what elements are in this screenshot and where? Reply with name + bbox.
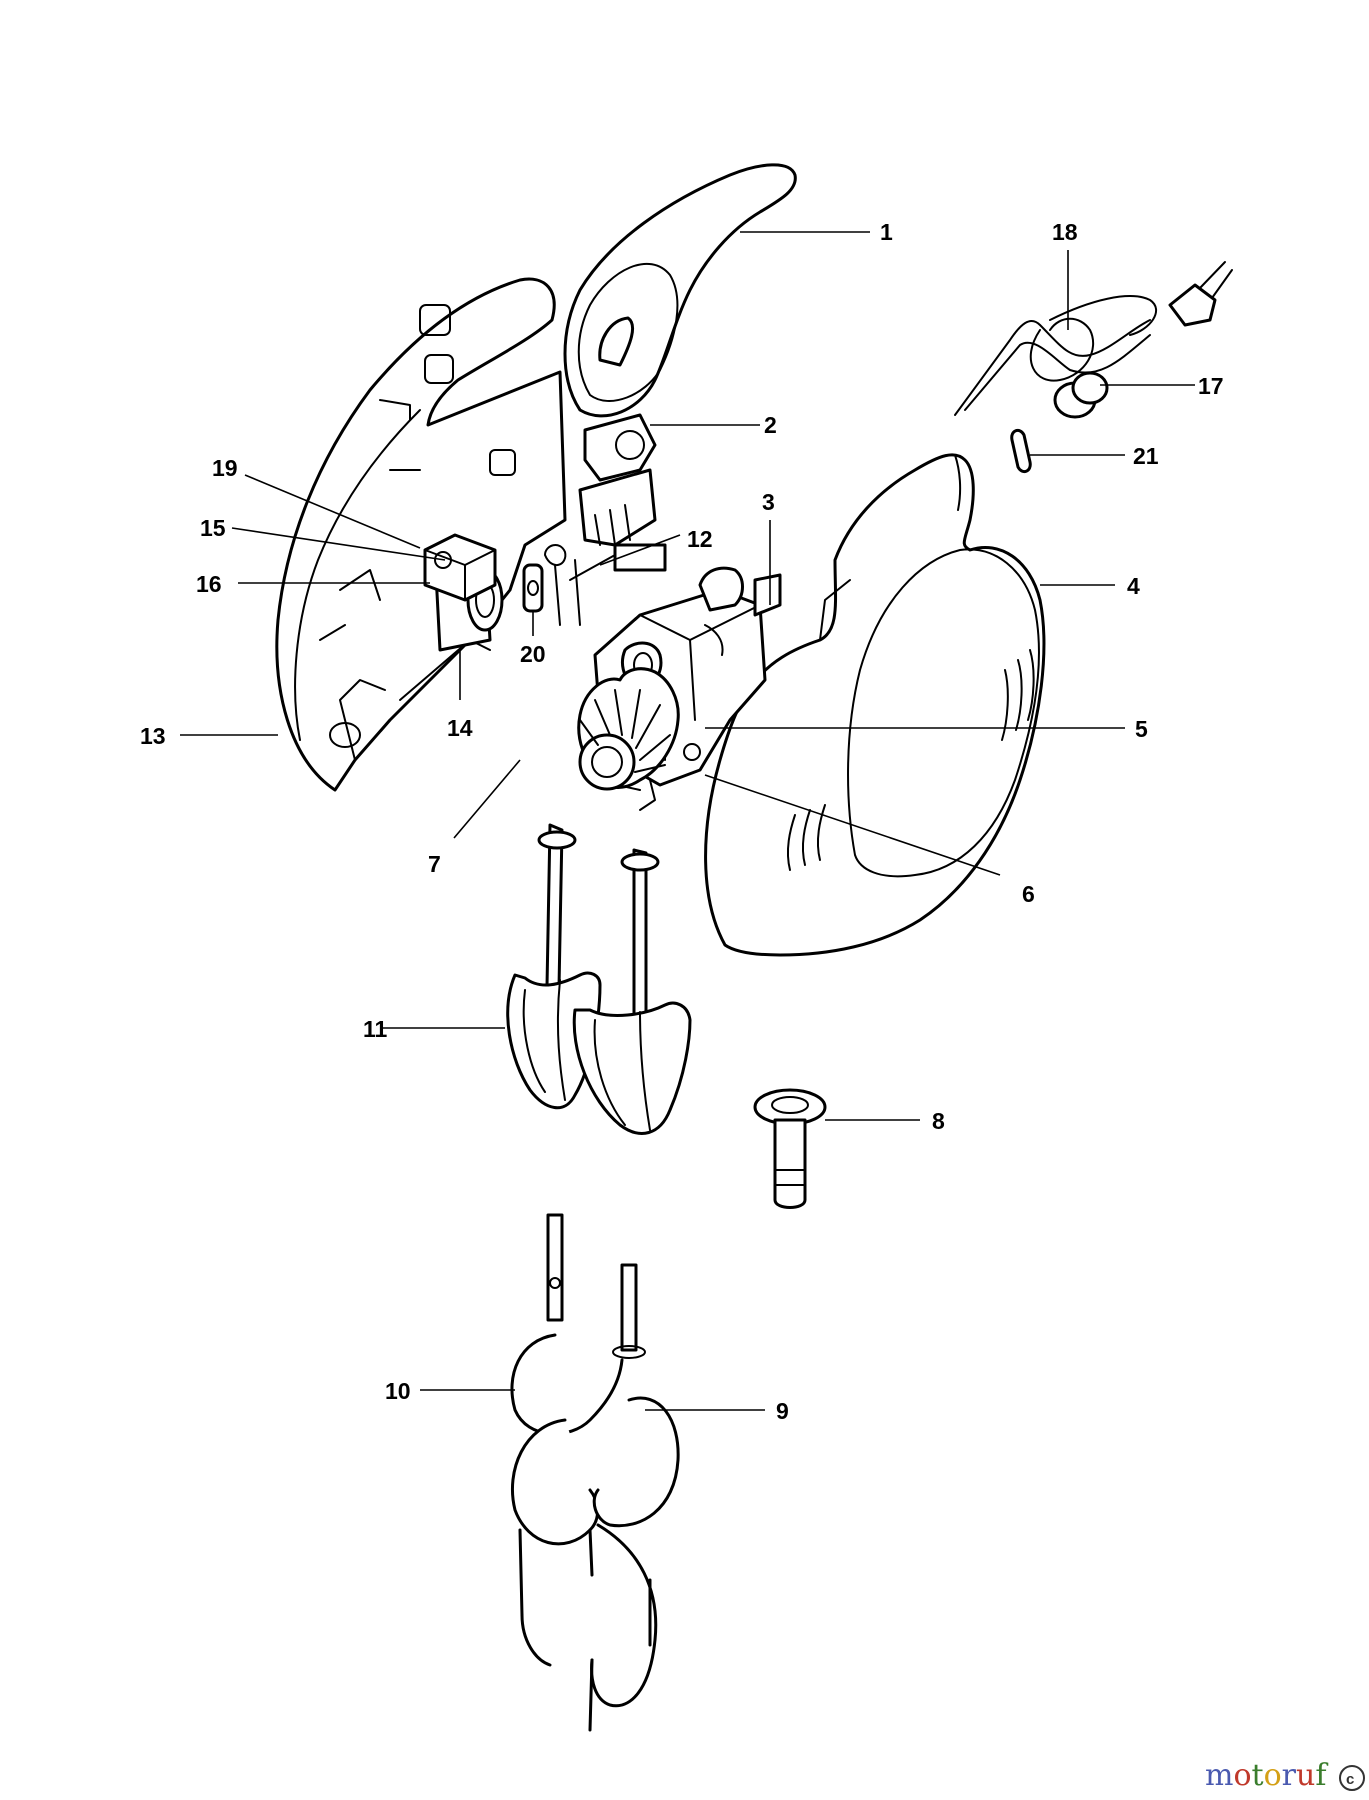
callout-8: 8 xyxy=(932,1108,945,1134)
callout-12: 12 xyxy=(687,526,713,552)
dough-hooks xyxy=(510,1213,680,1732)
watermark-letter: r xyxy=(1282,1758,1297,1793)
watermark-letter: t xyxy=(1252,1758,1264,1793)
callout-18: 18 xyxy=(1052,219,1078,245)
callout-2: 2 xyxy=(764,412,777,438)
callout-19: 19 xyxy=(212,455,238,481)
callout-17: 17 xyxy=(1198,373,1224,399)
switch-contacts xyxy=(544,543,667,626)
beaters xyxy=(506,823,692,1135)
callout-5: 5 xyxy=(1135,716,1148,742)
callout-14: 14 xyxy=(447,715,473,741)
svg-text:motoruf: motoruf xyxy=(1205,1758,1328,1793)
watermark-letter: m xyxy=(1205,1758,1233,1793)
left-housing xyxy=(275,277,567,792)
leader-lines xyxy=(180,231,1195,1411)
callout-labels: 1 2 3 4 5 6 7 8 9 10 11 12 13 14 15 16 1… xyxy=(140,219,1224,1424)
callout-6: 6 xyxy=(1022,881,1035,907)
watermark-letter: f xyxy=(1315,1758,1328,1793)
callout-10: 10 xyxy=(385,1378,411,1404)
callout-4: 4 xyxy=(1127,573,1140,599)
cord-grommet xyxy=(1053,371,1109,419)
handle-top xyxy=(563,163,797,418)
callout-9: 9 xyxy=(776,1398,789,1424)
callout-21: 21 xyxy=(1133,443,1159,469)
watermark-badge-circle xyxy=(1339,1765,1365,1791)
right-housing xyxy=(704,453,1046,957)
callout-11: 11 xyxy=(363,1016,388,1042)
watermark-logo: motoruf c xyxy=(1205,1758,1365,1793)
clip xyxy=(1010,428,1032,474)
fan xyxy=(577,667,680,791)
power-cord xyxy=(954,261,1233,416)
callout-3: 3 xyxy=(762,489,775,515)
callout-15: 15 xyxy=(200,515,226,541)
watermark-letter: o xyxy=(1233,1758,1251,1793)
callout-1: 1 xyxy=(880,219,893,245)
watermark-badge-text: c xyxy=(1346,1771,1354,1788)
switch-block xyxy=(423,533,497,602)
shaft-adapter xyxy=(753,1088,827,1209)
watermark-letter: u xyxy=(1296,1758,1315,1793)
watermark-letter: o xyxy=(1264,1758,1282,1793)
callout-20: 20 xyxy=(520,641,546,667)
callout-16: 16 xyxy=(196,571,222,597)
callout-7: 7 xyxy=(428,851,441,877)
switch-slider xyxy=(578,413,657,547)
pin xyxy=(522,563,544,613)
callout-13: 13 xyxy=(140,723,166,749)
